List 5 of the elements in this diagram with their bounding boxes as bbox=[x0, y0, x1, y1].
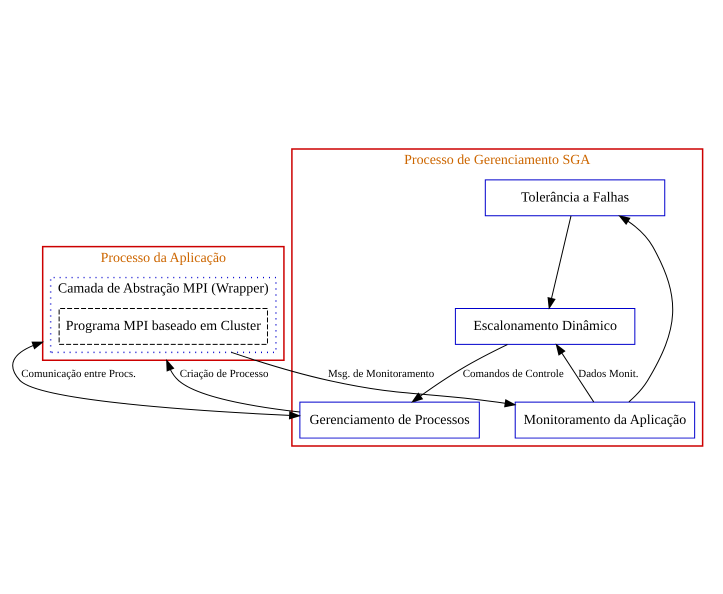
edge-label: Comunicação entre Procs. bbox=[21, 368, 136, 380]
edge-label: Dados Monit. bbox=[578, 368, 639, 380]
edge-label: Msg. de Monitoramento bbox=[328, 368, 434, 380]
edge-label: Comandos de Controle bbox=[462, 368, 564, 380]
edge-label: Criação de Processo bbox=[180, 368, 269, 380]
